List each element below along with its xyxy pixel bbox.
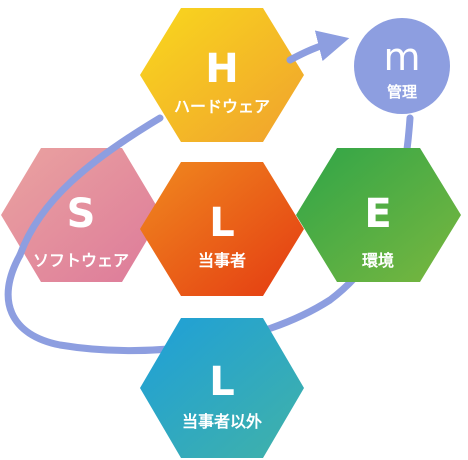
node-liveware-center: L 当事者 (140, 162, 304, 296)
liveware-others-label: 当事者以外 (182, 412, 262, 431)
software-label: ソフトウェア (33, 251, 129, 270)
environment-label: 環境 (362, 251, 394, 270)
node-management: m 管理 (354, 18, 450, 114)
hexagon-hardware (140, 8, 304, 142)
node-liveware-others: L 当事者以外 (140, 318, 304, 458)
hexagon-liveware-others (140, 318, 304, 458)
liveware-others-letter: L (209, 359, 235, 405)
loop-arrow-front (16, 114, 164, 259)
node-hardware: H ハードウェア (140, 8, 304, 142)
node-environment: E 環境 (296, 148, 461, 282)
liveware-center-label: 当事者 (198, 251, 246, 270)
hexagon-liveware-center (140, 162, 304, 296)
hardware-letter: H (205, 46, 238, 92)
loop-arrow-to-management (286, 30, 350, 64)
management-letter: m (383, 35, 420, 79)
management-label: 管理 (387, 83, 417, 101)
software-letter: S (67, 191, 96, 237)
hardware-label: ハードウェア (174, 97, 270, 116)
environment-letter: E (364, 191, 391, 237)
hexagon-environment (296, 148, 461, 282)
liveware-center-letter: L (209, 200, 235, 246)
node-software: S ソフトウェア (1, 148, 162, 282)
management-circle (354, 18, 450, 114)
hexagon-software (1, 148, 162, 282)
